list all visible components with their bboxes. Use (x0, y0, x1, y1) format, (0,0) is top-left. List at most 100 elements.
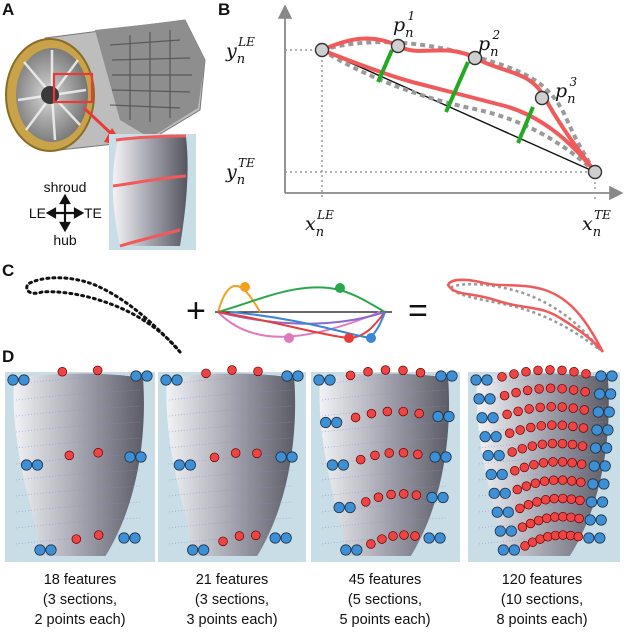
feature-point (382, 406, 393, 417)
edge-point (443, 410, 455, 423)
feature-point (510, 466, 520, 476)
edge-point (583, 532, 595, 544)
feature-point (536, 421, 547, 431)
edge-point (286, 451, 298, 463)
edge-point (292, 370, 304, 382)
feature-point (515, 425, 525, 435)
edge-point (437, 491, 449, 504)
feature-point (547, 438, 558, 449)
edge-point (440, 451, 452, 463)
feature-point (578, 423, 589, 433)
streamline (321, 485, 447, 497)
edge-point (275, 451, 287, 463)
feature-point (545, 383, 556, 394)
edge-point (470, 374, 482, 386)
feature-point (517, 522, 528, 532)
feature-point (524, 404, 534, 414)
feature-point (521, 366, 531, 377)
feature-point (363, 366, 373, 377)
edge-point (479, 431, 491, 443)
panel-c: C + = (2, 261, 605, 354)
blade-panel-1 (5, 365, 155, 562)
perturbation-curves (215, 282, 392, 343)
edge-point (602, 424, 614, 436)
edge-point (313, 374, 325, 386)
feature-point (201, 368, 211, 379)
feature-point (558, 512, 568, 522)
caption-4: 120 features (10 sections, 8 points each… (467, 570, 617, 630)
edge-point (34, 544, 46, 556)
panel-d-label: D (2, 347, 14, 366)
point-p1 (390, 38, 406, 54)
edge-point (351, 544, 363, 556)
caption-3: 45 features (5 sections, 5 points each) (310, 570, 460, 630)
x-te-label: xnTE (582, 208, 611, 240)
feature-point (517, 443, 528, 454)
edge-point (31, 459, 44, 471)
feature-point (579, 405, 590, 415)
edge-point (187, 544, 199, 556)
feature-point (398, 365, 408, 376)
edge-point (130, 370, 142, 382)
caption-1-line-3: 2 points each) (34, 612, 126, 628)
blade-surface (13, 373, 144, 556)
feature-point (366, 539, 376, 549)
streamline (321, 469, 447, 481)
edge-point (435, 370, 447, 382)
feature-point (568, 403, 578, 413)
edge-point (446, 370, 458, 382)
feature-point (71, 534, 82, 544)
result-section (446, 278, 605, 353)
te-label: TE (84, 205, 102, 221)
feature-point (557, 438, 568, 449)
panel-b-label: B (218, 0, 230, 19)
edge-point (141, 370, 153, 382)
edge-point (595, 514, 607, 526)
feature-point (534, 384, 544, 394)
feature-point (373, 492, 384, 502)
feature-point (576, 459, 587, 469)
edge-point (502, 506, 514, 518)
edge-point (494, 525, 506, 537)
feature-point (529, 459, 539, 470)
feature-point (519, 462, 530, 473)
edge-point (606, 370, 618, 382)
edge-point (584, 514, 596, 526)
feature-point (507, 447, 517, 457)
panel-a: A (2, 0, 206, 250)
edge-point (160, 374, 172, 386)
feature-point (345, 370, 356, 381)
point-p2 (467, 50, 483, 66)
feature-point (513, 406, 523, 417)
point-p3 (534, 90, 550, 106)
feature-point (361, 497, 371, 507)
feature-point (252, 448, 262, 459)
caption-1-line-1: 18 features (43, 572, 117, 588)
edge-point (505, 525, 517, 537)
feature-point (567, 457, 577, 468)
edge-point (337, 459, 350, 471)
edge-point (326, 459, 339, 471)
caption-4-line-3: 8 points each) (496, 612, 588, 628)
feature-point (540, 495, 551, 505)
feature-point (515, 503, 525, 514)
caption-2-line-2: (3 sections, (194, 592, 270, 608)
feature-point (566, 512, 576, 523)
feature-point (227, 365, 237, 375)
feature-point (557, 365, 567, 376)
edge-point (124, 451, 136, 463)
le-label: LE (29, 205, 46, 221)
edge-point (589, 442, 602, 454)
edge-point (485, 468, 497, 481)
y-te-label: ynTE (225, 156, 255, 188)
feature-point (521, 481, 532, 491)
feature-point (509, 369, 519, 379)
feature-point (525, 518, 536, 529)
edge-point (434, 532, 446, 544)
edge-point (171, 374, 183, 386)
edge-point (488, 487, 500, 499)
feature-point (573, 531, 583, 542)
edge-point (491, 506, 503, 518)
panel-a-label: A (2, 0, 14, 19)
feature-point (350, 412, 361, 423)
